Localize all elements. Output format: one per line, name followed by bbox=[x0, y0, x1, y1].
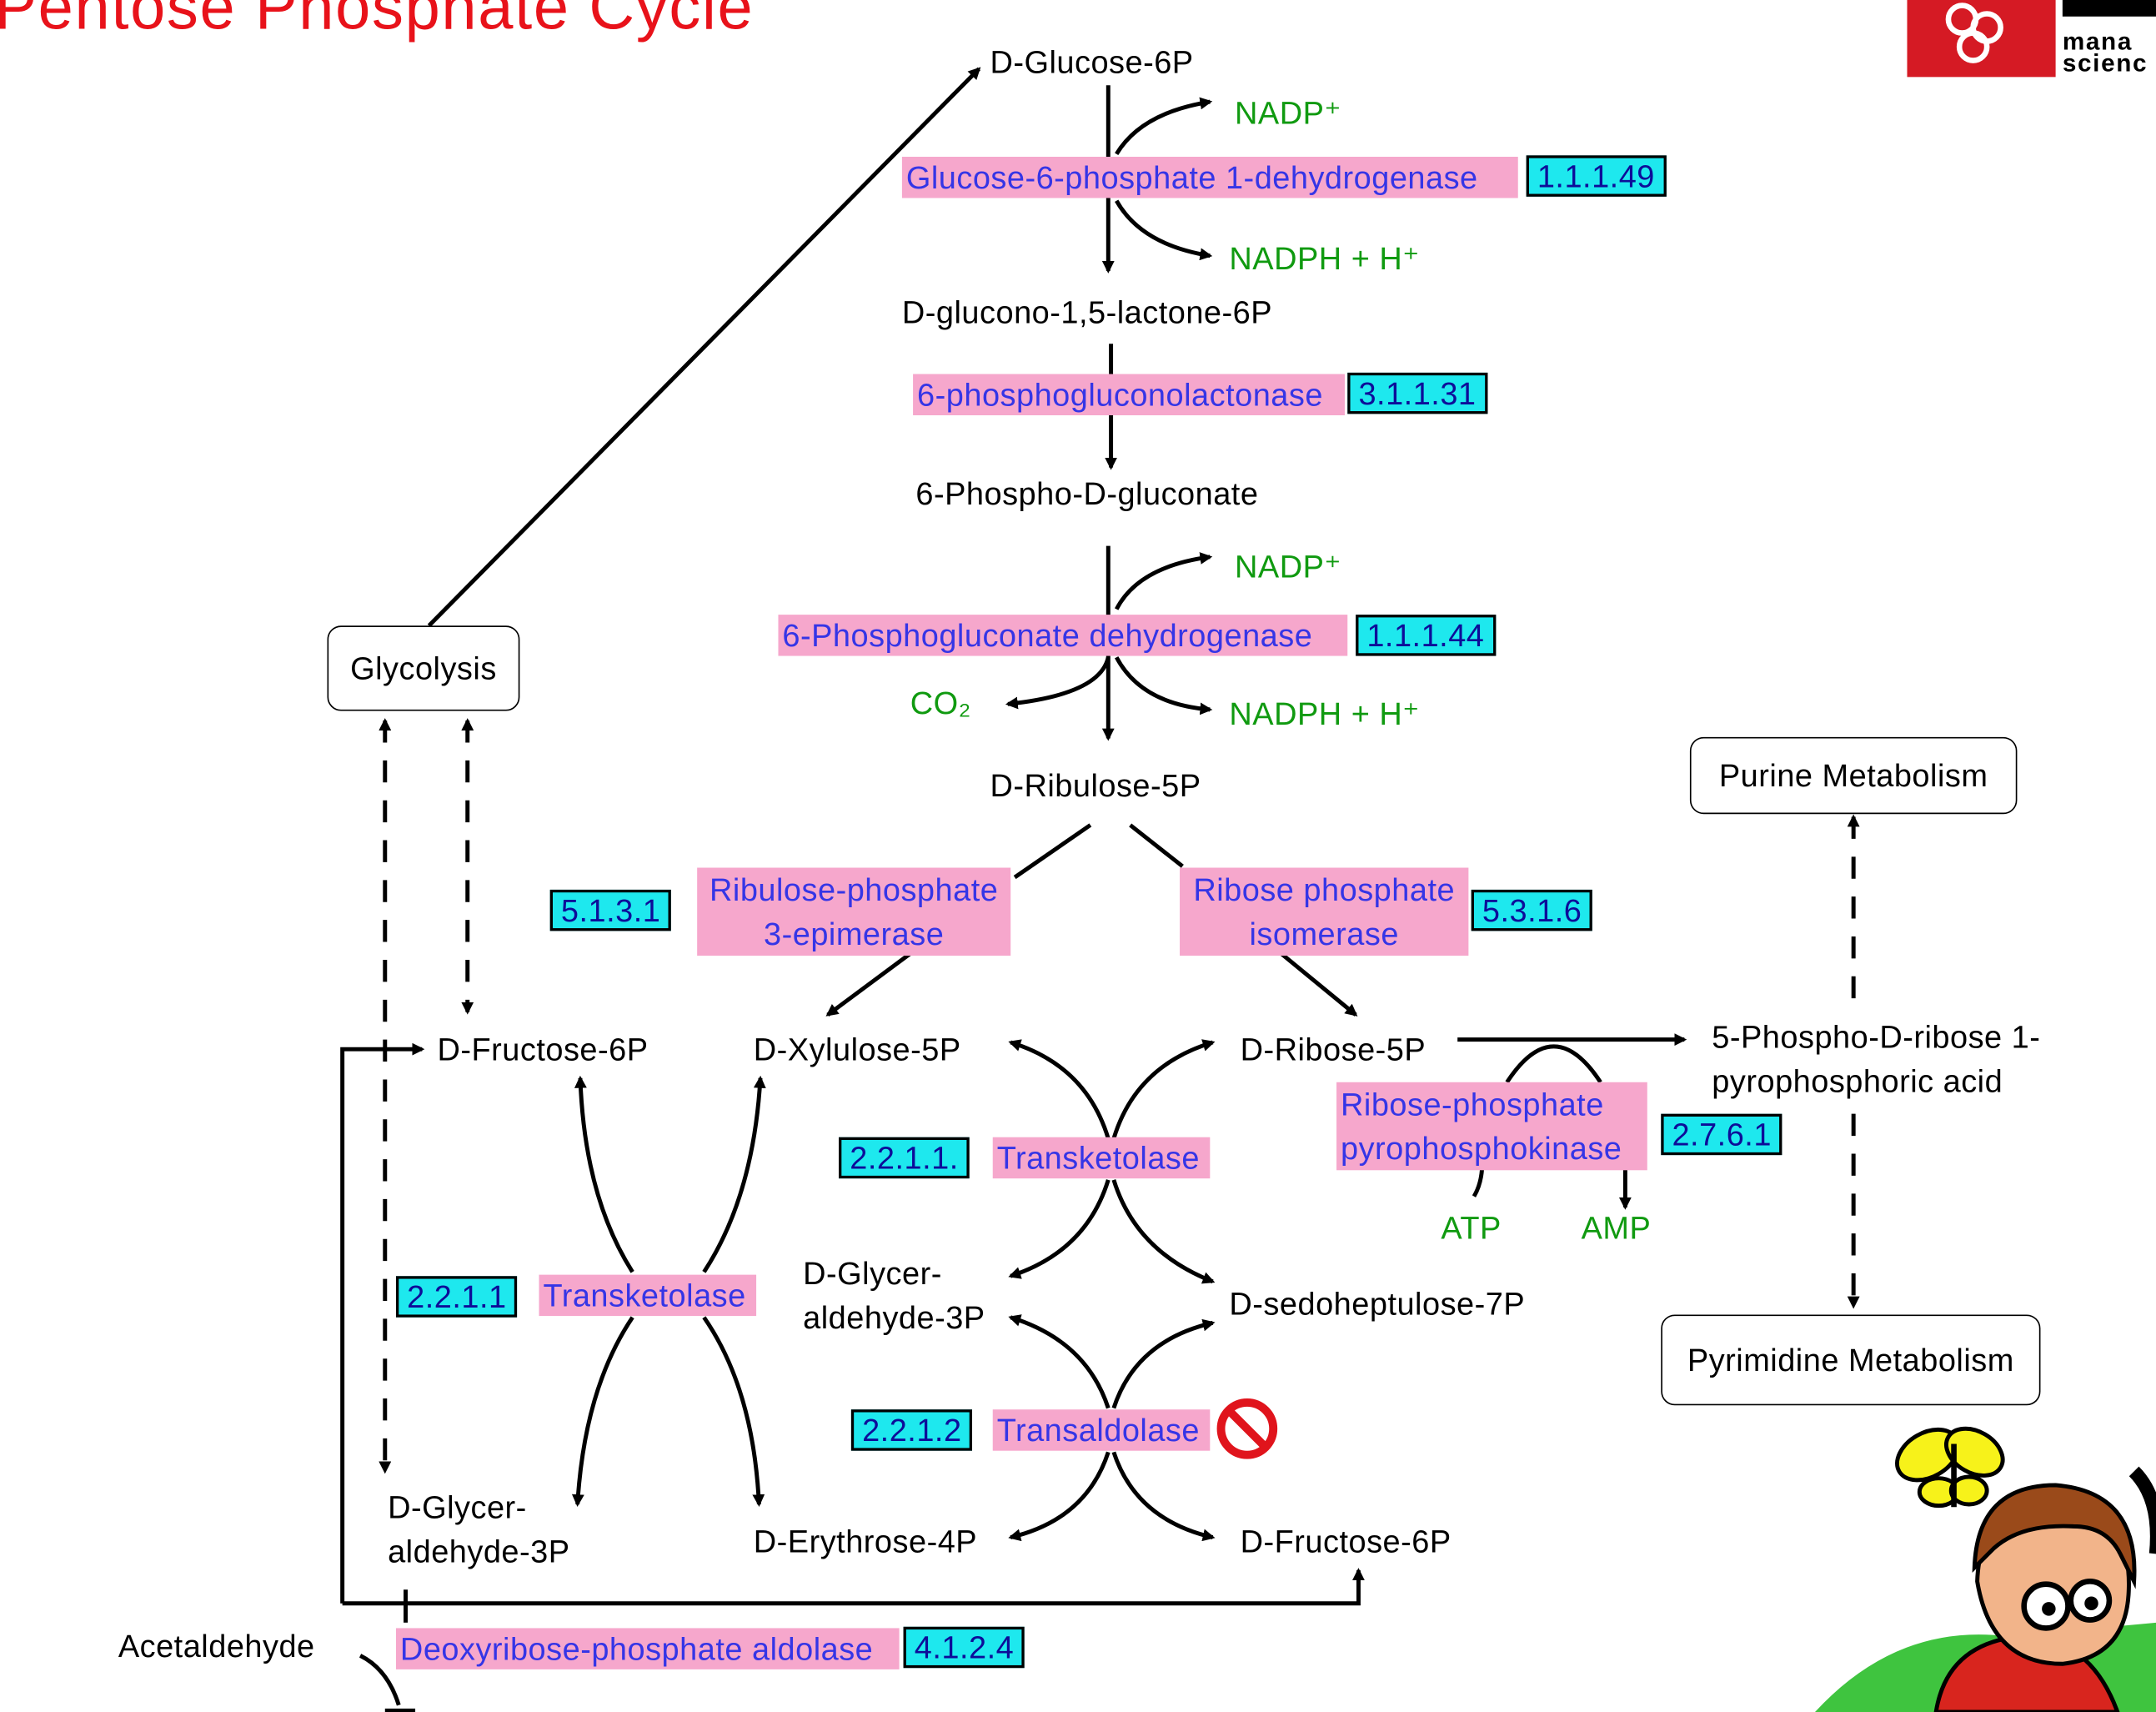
logo-line-1: mana bbox=[2062, 27, 2133, 55]
metabolite-fructose-6p-left: D-Fructose-6P bbox=[437, 1031, 649, 1067]
ec-pgd[interactable]: 1.1.1.44 bbox=[1356, 615, 1496, 656]
ec-rpi[interactable]: 5.3.1.6 bbox=[1471, 889, 1593, 931]
metabolite-prpp: 5-Phospho-D-ribose 1-pyrophosphoric acid bbox=[1712, 1018, 2041, 1099]
enzyme-pgd[interactable]: 6-Phosphogluconate dehydrogenase bbox=[778, 615, 1348, 656]
metabolite-erythrose-4p: D-Erythrose-4P bbox=[753, 1524, 978, 1559]
enzyme-tkt-left[interactable]: Transketolase bbox=[539, 1274, 757, 1317]
metabolite-sedoheptulose-7p: D-sedoheptulose-7P bbox=[1229, 1285, 1526, 1322]
brand-logo bbox=[1907, 0, 2056, 78]
cofactor-nadph-1: NADPH + H⁺ bbox=[1229, 240, 1420, 277]
enzyme-pgl[interactable]: 6-phosphogluconolactonase bbox=[913, 374, 1345, 415]
flower-icon bbox=[1945, 3, 2003, 63]
metabolite-xylulose-5p: D-Xylulose-5P bbox=[753, 1031, 961, 1067]
metabolite-acetaldehyde: Acetaldehyde bbox=[118, 1628, 315, 1664]
cofactor-nadph-2: NADPH + H⁺ bbox=[1229, 695, 1420, 732]
logo-text: mana scienc bbox=[2062, 27, 2148, 78]
pathway-purine[interactable]: Purine Metabolism bbox=[1689, 736, 2018, 815]
page-title: Pentose Phosphate Cycle bbox=[0, 0, 755, 43]
metabolite-ribose-5p: D-Ribose-5P bbox=[1240, 1031, 1426, 1067]
pathway-glycolysis[interactable]: Glycolysis bbox=[327, 625, 520, 711]
ec-tkt-left[interactable]: 2.2.1.1 bbox=[395, 1276, 518, 1318]
metabolite-ribulose-5p: D-Ribulose-5P bbox=[990, 767, 1201, 804]
enzyme-dera[interactable]: Deoxyribose-phosphate aldolase bbox=[395, 1628, 900, 1669]
metabolite-phosphogluconate: 6-Phospho-D-gluconate bbox=[915, 475, 1259, 512]
cofactor-amp: AMP bbox=[1581, 1210, 1652, 1246]
ec-pgl[interactable]: 3.1.1.31 bbox=[1347, 372, 1487, 414]
ec-tal[interactable]: 2.2.1.2 bbox=[850, 1409, 973, 1451]
metabolite-fructose-6p-right: D-Fructose-6P bbox=[1240, 1524, 1452, 1559]
metabolite-g3p-mid: D-Glycer- aldehyde-3P bbox=[803, 1255, 985, 1336]
ec-g6pd[interactable]: 1.1.1.49 bbox=[1526, 155, 1667, 197]
cofactor-atp: ATP bbox=[1441, 1210, 1502, 1246]
ec-rpe[interactable]: 5.1.3.1 bbox=[549, 889, 672, 931]
pathway-pyrimidine[interactable]: Pyrimidine Metabolism bbox=[1661, 1314, 2041, 1406]
enzyme-prps[interactable]: Ribose-phosphate pyrophosphokinase bbox=[1336, 1082, 1647, 1171]
butterfly-icon bbox=[1895, 1426, 2005, 1509]
no-entry-icon bbox=[1216, 1398, 1278, 1459]
metabolite-lactone: D-glucono-1,5-lactone-6P bbox=[901, 294, 1273, 330]
ec-prps[interactable]: 2.7.6.1 bbox=[1661, 1113, 1783, 1156]
cofactor-co2: CO₂ bbox=[910, 685, 971, 721]
ec-tkt-mid[interactable]: 2.2.1.1. bbox=[839, 1137, 970, 1179]
enzyme-g6pd[interactable]: Glucose-6-phosphate 1-dehydrogenase bbox=[901, 156, 1518, 198]
mascot-illustration bbox=[1814, 1426, 2156, 1712]
cofactor-nadp-2: NADP⁺ bbox=[1235, 548, 1341, 585]
metabolite-glucose-6p: D-Glucose-6P bbox=[990, 43, 1194, 80]
enzyme-rpi[interactable]: Ribose phosphate isomerase bbox=[1180, 867, 1469, 956]
enzyme-tkt-mid[interactable]: Transketolase bbox=[992, 1137, 1211, 1179]
logo-line-2: scienc bbox=[2062, 49, 2148, 78]
metabolite-g3p-left: D-Glycer- aldehyde-3P bbox=[388, 1489, 570, 1569]
enzyme-tal[interactable]: Transaldolase bbox=[992, 1409, 1211, 1451]
logo-bar bbox=[2062, 0, 2156, 17]
cofactor-nadp-1: NADP⁺ bbox=[1235, 94, 1341, 131]
enzyme-rpe[interactable]: Ribulose-phosphate 3-epimerase bbox=[697, 867, 1011, 956]
ec-dera[interactable]: 4.1.2.4 bbox=[903, 1626, 1025, 1669]
